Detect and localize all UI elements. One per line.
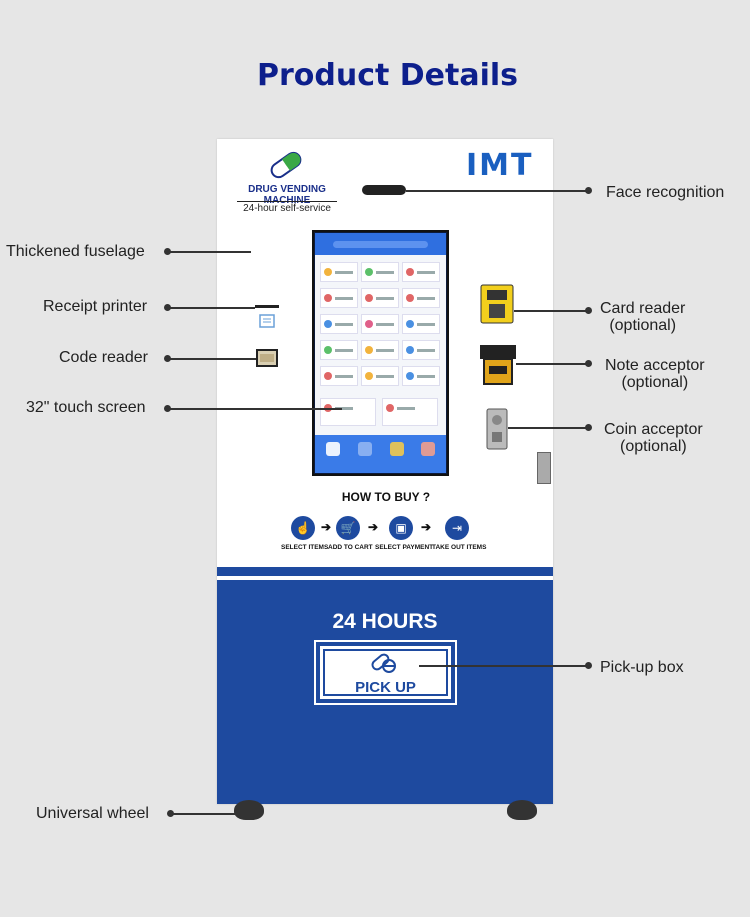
card-reader-icon	[480, 284, 514, 324]
coin-acceptor-icon	[486, 408, 508, 450]
callout-dot	[585, 360, 592, 367]
callout-dot	[585, 662, 592, 669]
logo-subtitle: 24-hour self-service	[237, 201, 337, 214]
payment-icon: ▣	[389, 516, 413, 540]
nav-profile-icon[interactable]	[421, 442, 435, 456]
callout-face-recognition: Face recognition	[606, 184, 725, 201]
callout-line	[406, 190, 586, 192]
callout-receipt-printer: Receipt printer	[43, 298, 148, 315]
pickup-label: PICK UP	[355, 679, 416, 696]
callout-touch-screen: 32" touch screen	[26, 399, 146, 416]
arrow-icon: ➔	[421, 520, 432, 534]
select-items-icon: ☝	[291, 516, 315, 540]
callout-note-acceptor: Note acceptor (optional)	[605, 357, 705, 391]
callout-dot	[585, 307, 592, 314]
callout-line	[419, 665, 586, 667]
page-title: Product Details	[256, 58, 519, 93]
wheel-icon	[507, 800, 537, 820]
pill-logo-icon	[270, 151, 302, 179]
callout-line	[514, 310, 586, 312]
callout-line	[167, 408, 342, 410]
receipt-printer-icon	[259, 314, 275, 328]
callout-line	[516, 363, 586, 365]
cart-icon: 🛒	[336, 516, 360, 540]
machine-stripe	[217, 567, 553, 576]
callout-code-reader: Code reader	[59, 349, 148, 366]
face-camera-icon	[362, 185, 406, 195]
screen-header	[315, 233, 446, 255]
callout-line	[170, 813, 248, 815]
callout-thickened-fuselage: Thickened fuselage	[6, 243, 145, 260]
callout-dot	[585, 187, 592, 194]
code-reader-icon	[256, 349, 278, 367]
step-label: ADD TO CART	[328, 544, 373, 551]
callout-line	[508, 427, 586, 429]
step-label: TAKE OUT ITEMS	[432, 544, 487, 551]
callout-coin-acceptor: Coin acceptor (optional)	[604, 421, 703, 455]
pickup-box[interactable]	[314, 640, 457, 705]
callout-dot	[585, 424, 592, 431]
note-acceptor-icon	[480, 345, 516, 385]
callout-line	[167, 358, 256, 360]
step-label: SELECT ITEMS	[281, 544, 329, 551]
callout-pickup-box: Pick-up box	[600, 659, 684, 676]
how-to-buy-title: HOW TO BUY ?	[341, 490, 431, 504]
brand-logo: IMT	[466, 148, 534, 183]
take-out-icon: ⇥	[445, 516, 469, 540]
coin-return-slot	[537, 452, 551, 484]
callout-line	[167, 251, 251, 253]
hours-label: 24 HOURS	[332, 610, 438, 633]
callout-card-reader: Card reader (optional)	[600, 300, 686, 334]
callout-universal-wheel: Universal wheel	[36, 805, 149, 822]
arrow-icon: ➔	[368, 520, 379, 534]
wheel-icon	[234, 800, 264, 820]
nav-home-icon[interactable]	[326, 442, 340, 456]
receipt-slot	[255, 305, 279, 308]
nav-consult-icon[interactable]	[358, 442, 372, 456]
callout-line	[167, 307, 255, 309]
nav-order-icon[interactable]	[390, 442, 404, 456]
step-label: SELECT PAYMENT	[375, 544, 434, 551]
logo-text: DRUG VENDING MACHINE	[248, 184, 326, 206]
pill-pickup-icon	[371, 653, 396, 673]
arrow-icon: ➔	[321, 520, 332, 534]
